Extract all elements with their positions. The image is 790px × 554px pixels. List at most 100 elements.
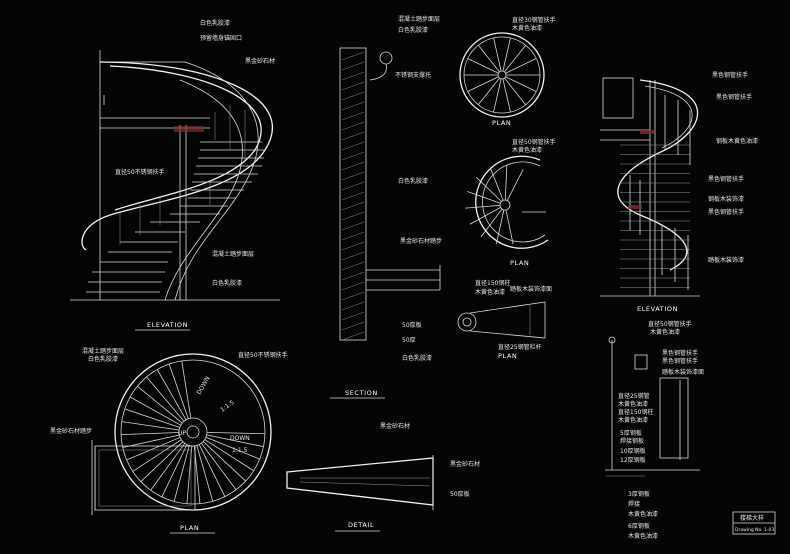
plan-tread-line [161,444,188,498]
label-right-3: 黑色钢管扶手 [708,175,744,183]
label-rd-4: 踏板木装饰漆面 [662,368,704,376]
plan-tread-line [137,385,183,424]
plan-tread-line [122,434,180,448]
label-sec-2: 不锈钢支撑托 [395,71,431,79]
plan-tread-line [181,360,192,419]
label-det-2: 50厚板 [450,490,470,498]
label-rd-12: 12厚钢板 [620,456,646,464]
top-plan-tread [505,58,537,74]
detail-title: DETAIL [348,521,374,529]
mid-plan-tread [465,204,501,209]
label-right-2: 钢板木黄色油漆 [716,137,758,145]
section-hatch-line [341,261,365,271]
mid-plan-tread [475,176,502,202]
detail-view: DETAIL [286,455,434,532]
section-hatch-line [341,111,365,121]
label-rd-8: 木黄色油漆 [618,416,648,424]
elevation-title: ELEVATION [147,321,188,329]
label-right-0: 黑色钢管扶手 [712,71,748,79]
plan-tread-line [121,421,180,431]
small-plan-view: PLAN [457,301,546,360]
elevation-right-title: ELEVATION [637,305,678,313]
section-hatch-line [341,311,365,321]
section-hatch-line [341,81,365,91]
label-sec-4: 黑金砂石材踏步 [400,237,442,245]
stair-mark-3: DOWN [230,435,250,442]
top-plan-tread [467,58,499,74]
section-hatch-line [341,131,365,141]
label-sec-7: 白色乳胶漆 [402,354,432,362]
plan-tread-line [198,444,226,497]
mid-plan-tread [505,209,514,245]
label-elev-0: 白色乳胶漆 [200,19,230,27]
titleblock-code: Drawing No. 1-03 [735,527,774,533]
top-plan-tread [467,76,499,92]
plan-tread-line [150,443,186,491]
stair-mark-4: UP [178,430,186,437]
mid-plan-tread [495,209,505,245]
plan-left-title: PLAN [180,524,199,532]
mid-plan-tread [504,165,508,201]
section-hatch-line [341,61,365,71]
plan-tread-line [168,363,189,419]
label-right-4: 钢板木装饰漆 [708,195,744,203]
mid-plan-tread [467,191,501,204]
right-post-detail [605,336,700,477]
label-det-0: 黑金砂石材 [380,422,410,430]
section-hatch-line [341,291,365,301]
section-hatch-line [341,151,365,161]
label-rd-10: 焊接钢板 [620,437,644,445]
plan-tread-line [204,439,254,472]
label-right-6: 踏板木装饰漆 [708,256,744,264]
label-rd-7: 直径150钢柱 [618,408,653,416]
section-hatch-line [341,241,365,251]
label-mid-2: 直径50钢管扶手 [512,138,556,146]
plan-tread-line [205,436,260,460]
section-hatch-line [341,321,365,331]
plan-top-title: PLAN [492,119,511,127]
label-mid-1: 木黄色油漆 [512,24,542,32]
label-rd-9: 5厚钢板 [620,429,642,437]
label-rd-6: 木黄色油漆 [618,400,648,408]
label-mid-6: 踏板木装饰漆面 [510,285,552,293]
plan-tread-line [129,396,181,426]
label-elev-5: 白色乳胶漆 [212,279,242,287]
label-rd-11: 10厚钢板 [620,447,646,455]
label-sec-6: 50厚 [402,337,416,344]
plan-tread-line [173,445,190,502]
plan-tread-line [202,441,246,482]
elevation-steps [86,141,264,293]
top-plan-tread [504,45,527,73]
top-plan-tread [502,37,511,72]
section-hatch-line [341,201,365,211]
label-rd-5: 直径25钢管 [618,392,650,400]
label-sec-5: 50厚板 [402,321,422,329]
mid-plan-view: PLAN [465,155,549,267]
label-rd-13: 3厚钢板 [628,490,650,498]
section-hatch-line [341,161,365,171]
section-hatch-line [341,251,365,261]
mid-plan-tread [489,167,504,201]
plan-tread-line [132,439,182,472]
section-hatch-line [341,121,365,131]
section-hatch-line [341,51,365,61]
section-hatch-line [341,171,365,181]
annotation-labels: 白色乳胶漆 预留墙身锚固口 黑金砂石材 直径50不锈钢扶手 混凝土踏步面层 白色… [50,15,758,540]
section-hatch-line [341,221,365,231]
plan-tread-line [156,369,187,421]
label-rd-17: 木黄色油漆 [628,532,658,540]
section-hatch-line [341,211,365,221]
left-plan-view: PLAN DOWN 1:1.5 DOWN UP 1:1.5 [91,353,272,534]
top-plan-tread [493,37,502,72]
label-rd-14: 焊接 [628,500,640,508]
label-mid-7: 直径25钢管栏杆 [498,343,542,351]
section-hatch-line [341,141,365,151]
top-plan-tread [504,77,527,105]
left-elevation-view: ELEVATION [70,50,280,331]
label-elev-3: 直径50不锈钢扶手 [115,168,165,176]
stair-mark-2: 1:1.5 [219,399,236,414]
label-right-5: 黑色钢管扶手 [708,208,744,216]
plan-mid-title: PLAN [510,259,529,267]
section-view: SECTION [330,47,441,399]
label-mid-5: 木黄色油漆 [475,288,505,296]
